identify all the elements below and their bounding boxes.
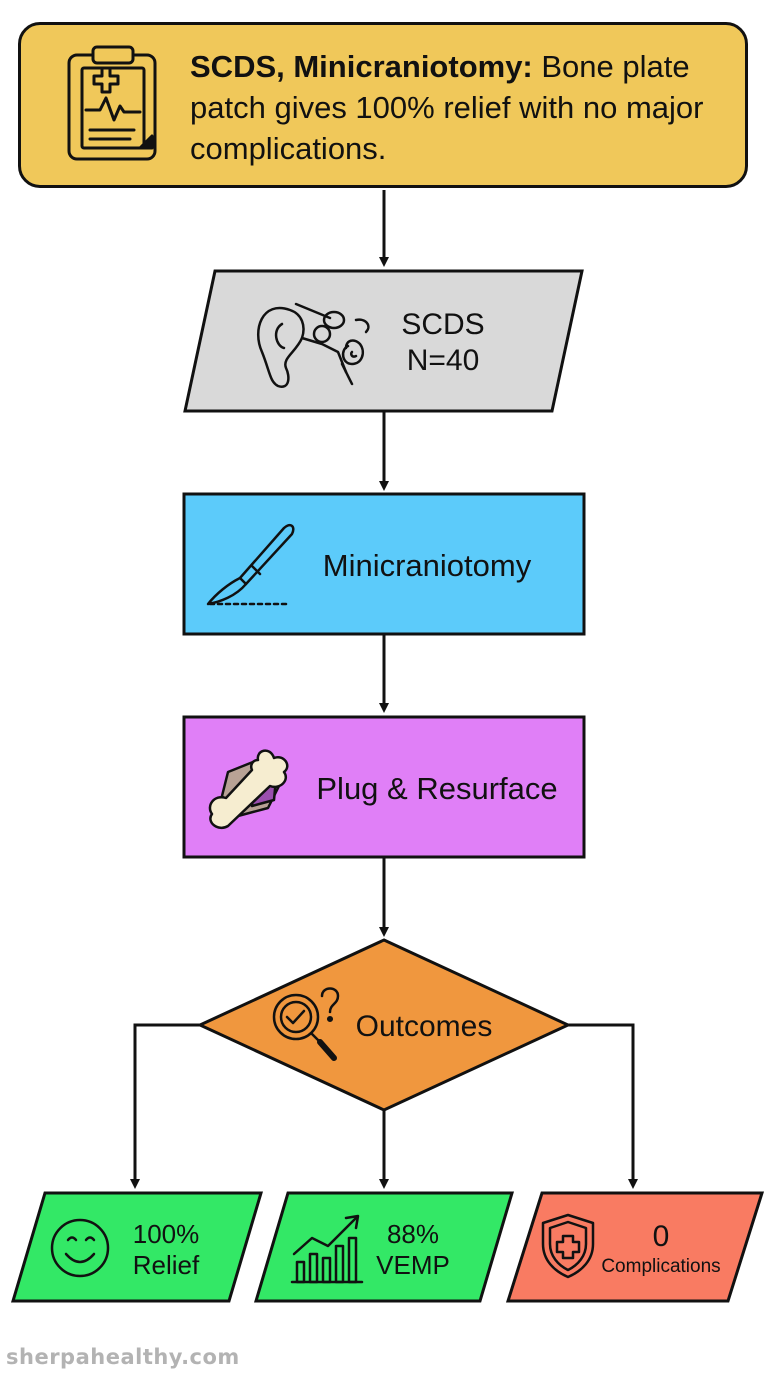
procedure-label: Minicraniotomy [323,548,532,583]
outcome-relief-value: 100% [133,1219,200,1249]
rising-chart-icon [290,1214,364,1284]
watermark: sherpahealthy.com [6,1345,240,1369]
arrow-right-branch [568,1023,638,1189]
arrow-left-branch [130,1023,200,1189]
magnifier-check-icon [272,987,340,1061]
outcome-vemp-label: VEMP [376,1250,450,1280]
medical-clipboard-icon [67,45,157,161]
outcome-complications-value: 0 [653,1220,670,1253]
population-count: N=40 [407,344,480,377]
outcome-vemp-node [253,1191,515,1303]
population-node [183,269,584,413]
summary-text: SCDS, Minicraniotomy: Bone plate patch g… [190,46,730,169]
outcome-complications-label: Complications [601,1256,720,1277]
population-label: SCDS [401,308,484,341]
smiley-icon [50,1218,110,1278]
scalpel-icon [206,523,295,606]
outcomes-label: Outcomes [356,1010,493,1043]
outcome-relief-label: Relief [133,1250,200,1280]
outcome-complications-node [505,1191,765,1303]
shield-cross-icon [541,1213,595,1279]
technique-label: Plug & Resurface [316,771,557,806]
bone-patch-icon [208,749,289,830]
outcomes-decision [196,938,572,1112]
outcome-vemp-value: 88% [387,1219,439,1249]
summary-body: Bone plate patch gives 100% relief with … [190,49,704,166]
summary-title: SCDS, Minicraniotomy: [190,49,533,84]
ear-anatomy-icon [257,302,370,388]
